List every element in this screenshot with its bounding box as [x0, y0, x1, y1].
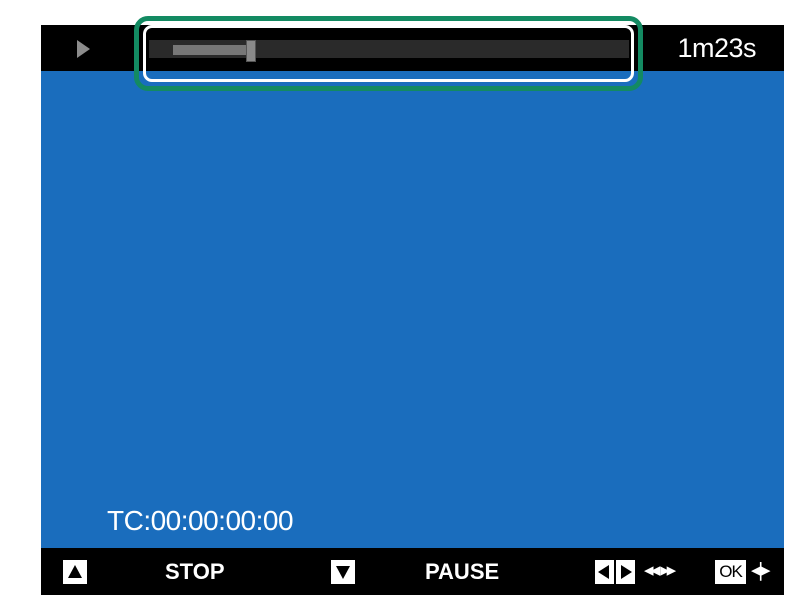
pause-label: PAUSE	[425, 559, 500, 584]
timecode: TC:00:00:00:00	[107, 505, 294, 536]
time-remaining: 1m23s	[677, 33, 756, 63]
up-arrow-button-icon[interactable]	[63, 560, 87, 584]
video-frame	[41, 71, 784, 548]
left-right-button-icon[interactable]	[595, 560, 635, 584]
play-icon	[77, 40, 90, 58]
progress-handle[interactable]	[246, 40, 256, 62]
volume-icon: ◂|▸	[751, 559, 771, 581]
stop-label: STOP	[165, 559, 225, 584]
progress-fill	[173, 45, 246, 55]
top-status-bar: 1m23s	[41, 25, 784, 71]
seek-icon: ◂◂ ▸▸	[644, 559, 676, 581]
down-arrow-button-icon[interactable]	[331, 560, 355, 584]
control-bar: STOP PAUSE ◂◂ ▸▸ OK ◂|▸	[41, 548, 784, 595]
progress-track[interactable]	[149, 40, 629, 62]
ok-button-icon[interactable]: OK	[715, 560, 746, 584]
playback-screen: 1m23s TC:00:00:00:00 STOP PAUSE ◂◂ ▸▸ OK…	[41, 25, 784, 595]
progress-highlight-frame	[134, 16, 643, 91]
